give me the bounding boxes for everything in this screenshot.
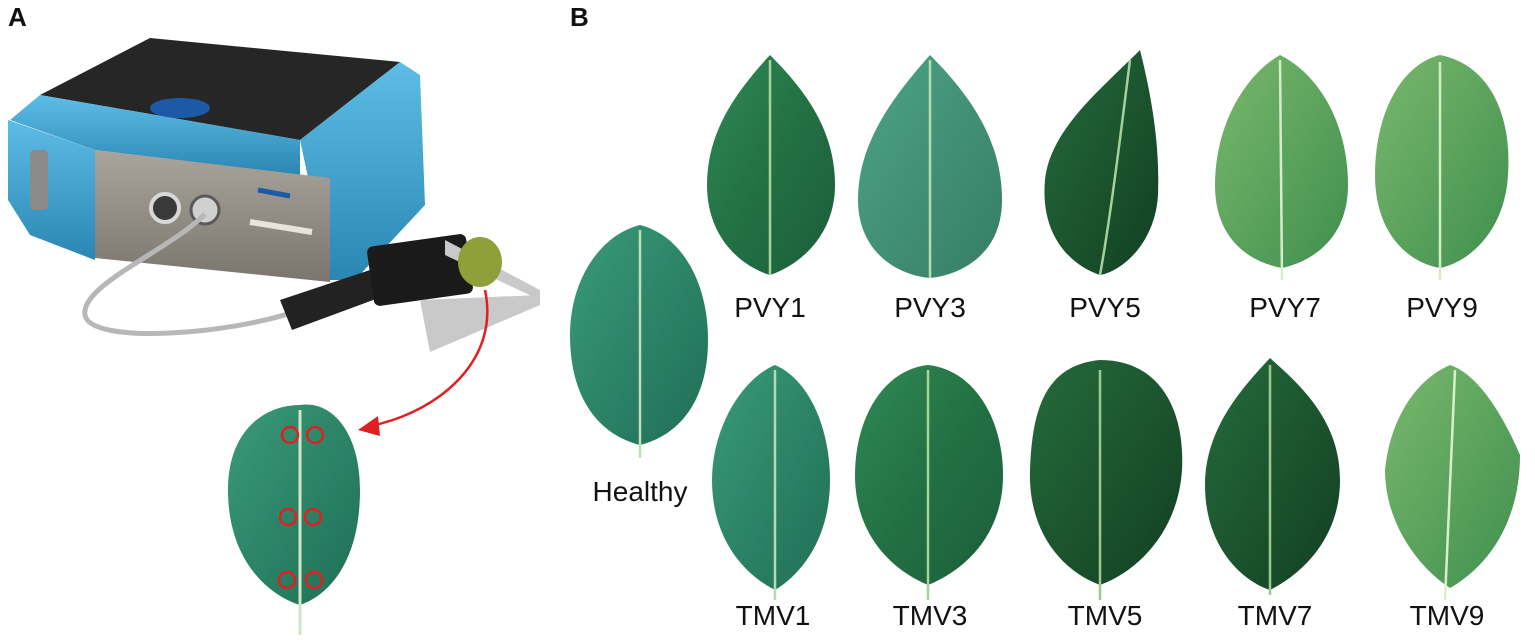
device-bumper-right [300,62,425,280]
tmv9-leaf [1385,365,1520,601]
measurement-circle [303,507,323,527]
tmv1-leaf [712,365,830,600]
device-port [149,192,181,224]
panel-label-a: A [8,2,27,32]
fiber-port [189,194,221,226]
probe-clip-head [458,237,502,287]
measured-leaf [228,404,360,635]
probe-handle [280,265,395,330]
pvy5-leaf [1044,50,1159,276]
tmv7-leaf [1205,358,1340,595]
pvy1-caption: PVY1 [734,292,806,323]
measurement-circle [304,570,324,590]
leaf-blade [1375,55,1509,268]
tmv5-caption: TMV5 [1067,600,1143,631]
device-top-surface [40,38,400,140]
tmv9-caption: TMV9 [1409,600,1485,631]
device-logo-badge [150,98,210,118]
measurement-circle [278,507,298,527]
pvy9-caption: PVY9 [1406,292,1478,323]
measurement-circle [277,570,297,590]
tmv7-caption: TMV7 [1237,600,1313,631]
red-arrow-head [358,416,380,436]
probe-rail-bottom [420,295,540,352]
leaf-midrib [1443,369,1457,601]
device-bumper-front [10,95,300,175]
pvy3-leaf [858,55,1002,278]
leaf-blade [1205,358,1340,590]
leaf-blade [1029,360,1183,585]
spectroradiometer-device [8,38,425,282]
leaf-blade [712,365,830,590]
pvy3-caption: PVY3 [894,292,966,323]
leaf-blade [1044,50,1159,275]
leaf-clip-probe [280,234,540,352]
tmv1-caption: TMV1 [735,600,811,631]
measurement-circle [305,425,325,445]
red-arrow [374,289,489,427]
tmv3-caption: TMV3 [892,600,968,631]
leaf-midrib [1278,59,1284,281]
tmv5-leaf [1029,360,1183,600]
device-brand-mark [257,187,291,199]
tmv3-leaf [855,365,1003,600]
device-bumper-left [8,120,95,260]
leaf-blade [228,404,360,605]
healthy-caption: Healthy [592,476,688,507]
panel-label-b: B [570,2,589,32]
device-handle [30,150,48,210]
pvy9-leaf [1375,55,1509,280]
pvy7-leaf [1215,55,1348,281]
leaf-midrib [1098,59,1132,276]
pvy5-caption: PVY5 [1069,292,1141,323]
leaf-blade [1385,365,1520,588]
device-model-mark [249,219,313,235]
pvy7-caption: PVY7 [1249,292,1321,323]
healthy-leaf [570,225,708,458]
pvy1-leaf [707,55,835,275]
measurement-circle [280,425,300,445]
